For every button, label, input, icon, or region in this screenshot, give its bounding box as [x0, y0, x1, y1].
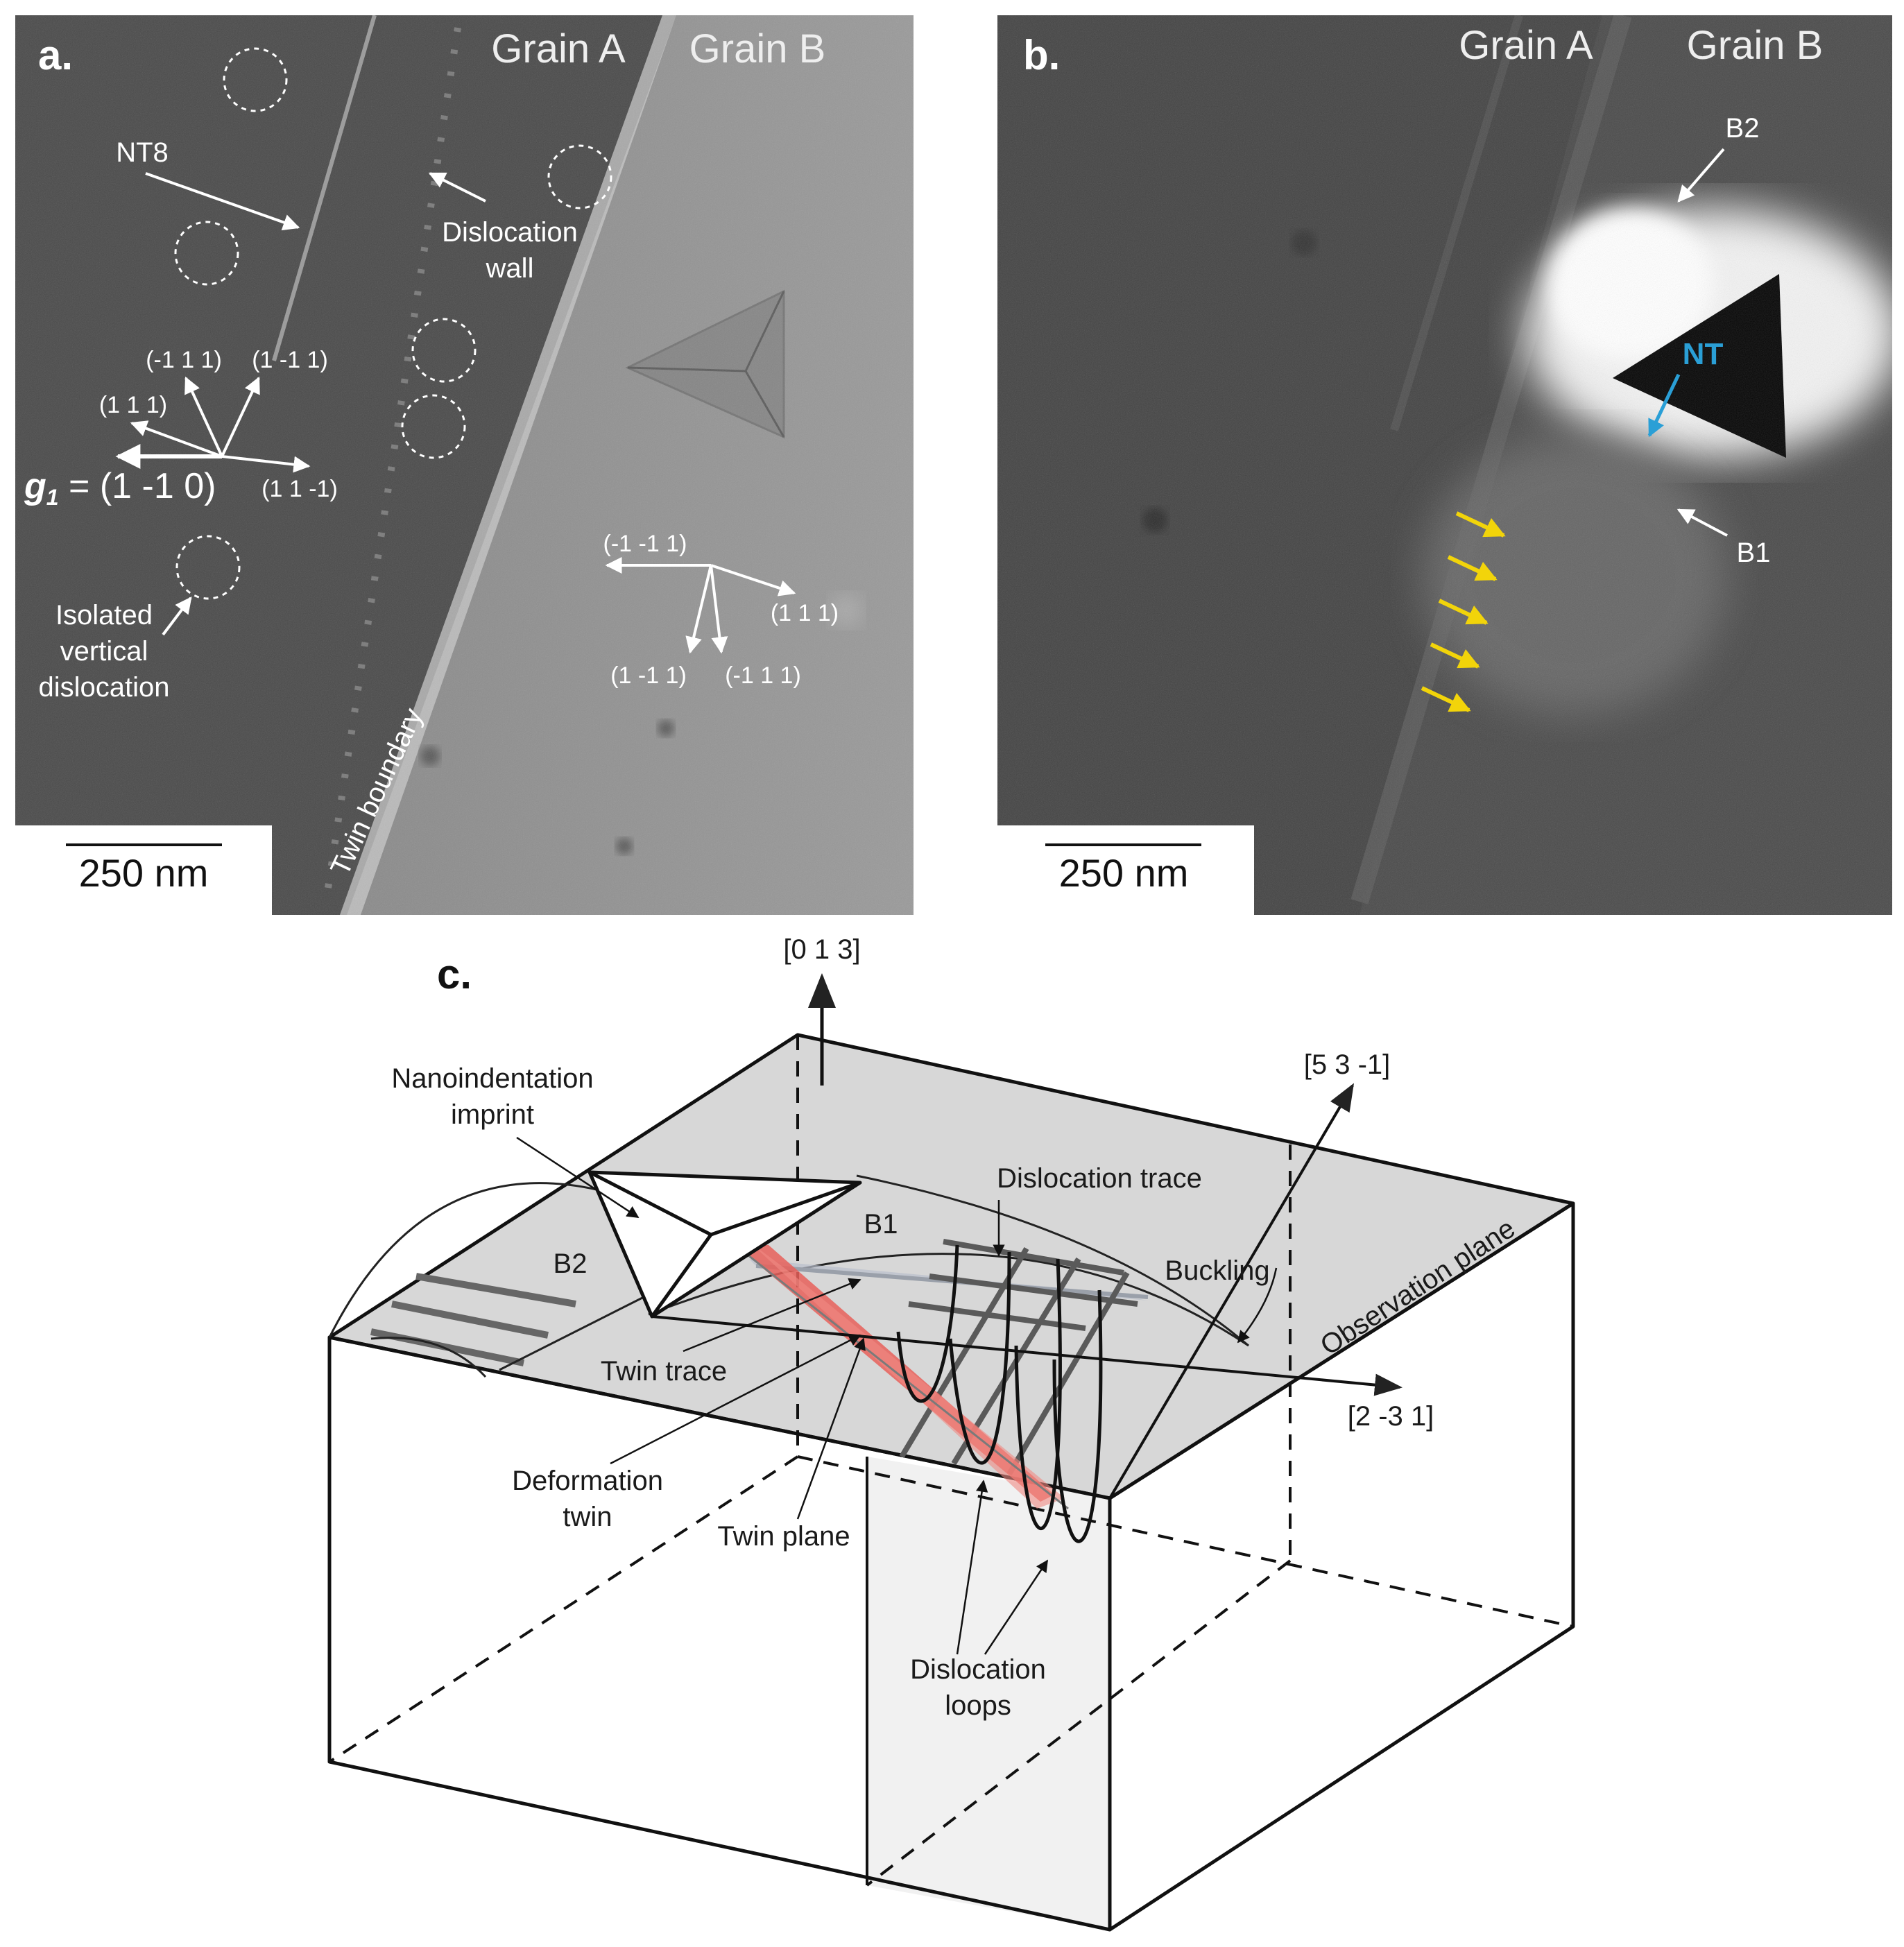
panel-c: c.	[327, 934, 1575, 1932]
dislocation-loops-label-2: loops	[945, 1690, 1011, 1721]
axis-013-label: [0 1 3]	[783, 934, 860, 965]
buckling-leader	[1237, 1267, 1278, 1344]
isolated-label-3: dislocation	[38, 672, 169, 703]
twin-trace-line	[735, 1244, 1069, 1510]
dislocation-circle	[411, 318, 477, 383]
dislocation-circle	[223, 47, 288, 112]
dir-arrow	[130, 420, 223, 458]
nt8-label: NT8	[116, 137, 169, 168]
yellow-arrow	[1455, 511, 1506, 538]
yellow-arrow	[1421, 686, 1471, 712]
yellow-arrow	[1438, 599, 1489, 625]
dir-label: (-1 1 1)	[146, 347, 222, 373]
panel-b-scalebar-box	[997, 825, 1254, 915]
panel-b-grain-a-label: Grain A	[1459, 23, 1593, 68]
nt-arrow	[1647, 373, 1681, 438]
isolated-label-1: Isolated	[55, 600, 153, 631]
dir-label: (1 -1 1)	[610, 662, 687, 689]
nanoindentation-label-1: Nanoindentation	[391, 1063, 593, 1094]
cut-plane	[867, 1457, 1110, 1930]
b2-region-label: B2	[554, 1249, 588, 1279]
nt-label: NT	[1683, 337, 1724, 371]
twin-plane-label: Twin plane	[717, 1521, 850, 1552]
dislocation-loops-leader	[984, 1559, 1049, 1655]
dislocation-circle	[547, 144, 612, 209]
dir-arrow	[185, 376, 223, 457]
nanoindentation-label-2: imprint	[451, 1099, 534, 1130]
dir-label: (1 1 -1)	[261, 476, 338, 502]
dir-arrow	[710, 564, 796, 597]
dir-label: (-1 -1 1)	[603, 531, 687, 557]
b1-pileup-outline	[648, 1253, 1249, 1347]
dislocation-circle	[401, 394, 466, 459]
grain-a-direction-set	[115, 376, 311, 473]
dir-arrow	[710, 565, 728, 654]
dir-label: (1 1 1)	[99, 392, 167, 418]
b1-region-label: B1	[864, 1209, 898, 1240]
buckling-label: Buckling	[1165, 1255, 1269, 1286]
deformation-twin-leader	[610, 1334, 861, 1465]
dir-arrow	[221, 376, 260, 457]
nanoindentation-leader	[516, 1136, 640, 1219]
b2-pileup-outline	[328, 1182, 597, 1338]
dir-label: (1 1 1)	[771, 600, 839, 626]
yellow-arrows	[1421, 511, 1506, 712]
dislocation-trace-label: Dislocation trace	[997, 1163, 1202, 1194]
axis-2m31-label: [2 -3 1]	[1348, 1401, 1434, 1432]
twin-trace-leader	[683, 1278, 861, 1353]
g1-label: g1 = (1 -1 0)	[24, 466, 216, 510]
panel-a-label: a.	[38, 32, 73, 78]
dislocation-loop	[948, 1251, 1011, 1465]
dislocation-circle	[175, 535, 241, 600]
b1-arrow	[1676, 508, 1728, 537]
deformation-twin-label-1: Deformation	[512, 1466, 663, 1496]
panel-b-scalebar-label: 250 nm	[1059, 851, 1189, 895]
dislocation-wall-label-1: Dislocation	[442, 217, 578, 248]
dislocation-loop	[1052, 1289, 1103, 1543]
yellow-arrow	[1430, 642, 1480, 669]
axis-2m31-arrow	[651, 1315, 1403, 1396]
dislocation-wall-label-2: wall	[486, 253, 534, 284]
panel-a	[15, 15, 914, 915]
twin-plane-leader	[796, 1337, 866, 1520]
panel-a-scalebar-box	[15, 825, 272, 915]
nt8-arrow	[145, 172, 300, 231]
dislocation-circle	[174, 221, 239, 286]
panel-b-label: b.	[1023, 32, 1060, 78]
hidden-edges	[328, 1035, 1574, 1887]
isolated-dislocation-arrow	[162, 597, 192, 636]
panel-b-grain-b-label: Grain B	[1687, 23, 1824, 68]
dir-label: (-1 1 1)	[725, 662, 801, 689]
panel-a-grain-a-label: Grain A	[491, 26, 626, 71]
b2-arrow	[1677, 148, 1725, 203]
dislocation-wall-arrow	[428, 172, 486, 203]
dislocation-loop	[1014, 1258, 1062, 1530]
panel-b	[997, 15, 1892, 915]
panel-a-scalebar-label: 250 nm	[79, 851, 209, 895]
dir-arrow	[221, 455, 311, 473]
b1-label: B1	[1737, 538, 1771, 568]
panel-a-grain-b-label: Grain B	[689, 26, 826, 71]
panel-c-label: c.	[437, 951, 472, 997]
isolated-label-2: vertical	[60, 636, 148, 667]
axis-53m1-arrow	[1108, 1083, 1355, 1500]
dislocation-loops-leader	[956, 1479, 988, 1655]
dir-arrow	[685, 565, 712, 654]
dislocation-loops	[896, 1244, 1103, 1543]
twin-trace-label: Twin trace	[601, 1356, 727, 1387]
dislocation-loops-label-1: Dislocation	[910, 1654, 1046, 1685]
yellow-arrow	[1447, 555, 1498, 581]
dir-label: (1 -1 1)	[252, 347, 328, 373]
deformation-twin-label-2: twin	[563, 1502, 612, 1532]
grain-b-direction-set	[605, 557, 796, 654]
axis-53m1-label: [5 3 -1]	[1304, 1049, 1391, 1080]
dislocation-loop	[896, 1244, 959, 1403]
b2-label: B2	[1726, 113, 1760, 144]
dashed-circles	[174, 47, 612, 600]
